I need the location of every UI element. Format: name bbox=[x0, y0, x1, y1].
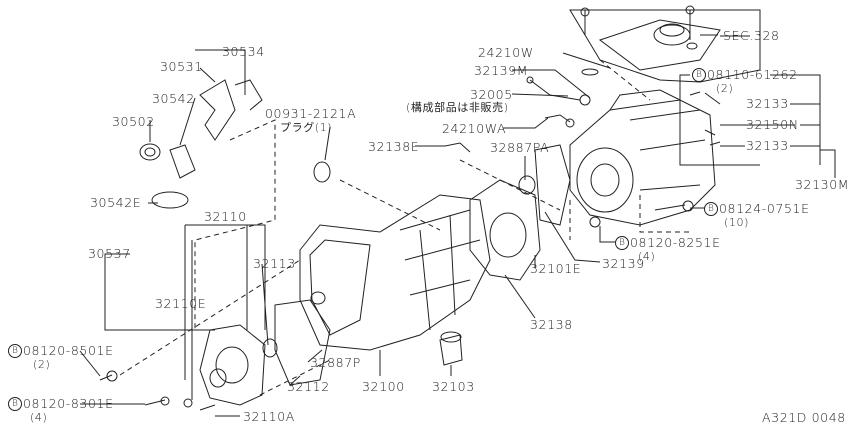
extension-housing-part bbox=[199, 291, 463, 406]
shift-fork-parts bbox=[139, 79, 331, 209]
label-32103: 32103 bbox=[432, 379, 475, 394]
transmission-case-part bbox=[299, 194, 491, 351]
label-08120-8501E-qty: (2) bbox=[33, 358, 51, 371]
part-number: 08124-0751E bbox=[719, 201, 810, 216]
label-30542: 30542 bbox=[152, 91, 195, 106]
label-not-sold-note: (構成部品は非販売) bbox=[406, 101, 509, 114]
label-32139M: 32139M bbox=[474, 63, 529, 78]
label-32139: 32139 bbox=[602, 256, 645, 271]
part-number: 08120-8251E bbox=[630, 235, 721, 250]
label-32138E: 32138E bbox=[368, 139, 420, 154]
intermediate-plate-part bbox=[469, 144, 571, 281]
bolt-marker-icon: B bbox=[615, 236, 629, 250]
label-30534: 30534 bbox=[222, 44, 265, 59]
label-30537: 30537 bbox=[88, 246, 131, 261]
label-32110E: 32110E bbox=[155, 296, 207, 311]
label-32113: 32113 bbox=[253, 256, 296, 271]
label-32887PA: 32887PA bbox=[490, 140, 550, 155]
label-32138: 32138 bbox=[530, 317, 573, 332]
bolt-marker-icon: B bbox=[704, 202, 718, 216]
bolt-marker-icon: B bbox=[8, 344, 22, 358]
label-30502: 30502 bbox=[112, 114, 155, 129]
label-32101E: 32101E bbox=[530, 261, 582, 276]
part-number: 08120-8501E bbox=[23, 343, 114, 358]
label-32130M: 32130M bbox=[795, 177, 850, 192]
label-08110-qty: (2) bbox=[716, 82, 734, 95]
label-32112: 32112 bbox=[287, 379, 330, 394]
label-24210W: 24210W bbox=[478, 45, 534, 60]
label-08120-8301E-qty: (4) bbox=[30, 411, 48, 424]
dashed-guide-lines bbox=[119, 59, 690, 396]
label-00931-2121A: 00931-2121A bbox=[265, 106, 357, 121]
label-32887P: 32887P bbox=[310, 355, 361, 370]
bolt-marker-icon: B bbox=[8, 397, 22, 411]
label-32150N: 32150N bbox=[746, 117, 799, 132]
part-number: 08120-8301E bbox=[23, 396, 114, 411]
label-08120-8251E-qty: (4) bbox=[638, 250, 656, 263]
part-number: 08110-61262 bbox=[707, 67, 798, 82]
label-32110A: 32110A bbox=[243, 409, 295, 424]
label-30542E: 30542E bbox=[90, 195, 142, 210]
adapter-case-part bbox=[569, 89, 716, 226]
small-parts bbox=[99, 68, 721, 411]
leader-lines bbox=[79, 35, 836, 417]
label-32133-upper: 32133 bbox=[746, 96, 789, 111]
label-32005: 32005 bbox=[470, 87, 513, 102]
label-plug: プラグ(1) bbox=[280, 121, 333, 134]
bolt-marker-icon: B bbox=[692, 68, 706, 82]
label-sec-328: SEC.328 bbox=[723, 28, 780, 43]
label-24210WA: 24210WA bbox=[442, 121, 507, 136]
label-32110: 32110 bbox=[204, 209, 247, 224]
label-30531: 30531 bbox=[160, 59, 203, 74]
label-08124-qty: (10) bbox=[724, 216, 749, 229]
label-32100: 32100 bbox=[362, 379, 405, 394]
diagram-code: A321D 0048 bbox=[762, 410, 846, 425]
label-32133-lower: 32133 bbox=[746, 138, 789, 153]
